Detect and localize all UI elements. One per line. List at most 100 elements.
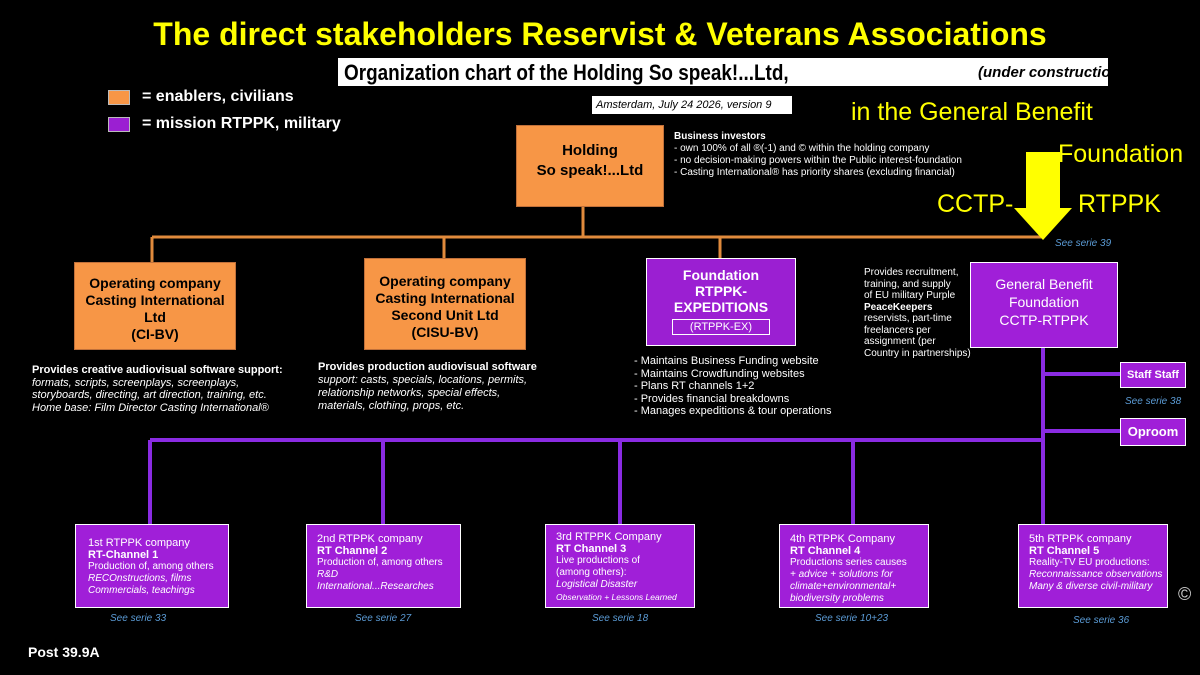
description-line: - Provides financial breakdowns [634, 392, 790, 405]
operating-company-ci-box: Operating company Casting International … [74, 262, 236, 350]
holding-line1: Holding [562, 142, 618, 159]
see-serie-10-23: See serie 10+23 [815, 613, 889, 624]
company-line: Second Unit Ltd [391, 307, 499, 323]
channel-line: Live productions of [556, 555, 640, 566]
description-line: - Maintains Business Funding website [634, 355, 819, 367]
company-line: Operating company [379, 273, 511, 289]
oproom-box: Oproom [1120, 418, 1186, 446]
channel-line: Observation + Lessons Learned [556, 592, 677, 602]
description-line: - Plans RT channels 1+2 [634, 380, 755, 392]
page-title: The direct stakeholders Reservist & Vete… [153, 16, 1047, 52]
see-serie-39: See serie 39 [1055, 238, 1112, 249]
channel-3-box: 3rd RTPPK Company RT Channel 3 Live prod… [545, 524, 695, 608]
company-ci-description: Provides creative audiovisual software s… [32, 364, 322, 414]
annotation-left: CCTP- [937, 190, 1014, 218]
description-line: training, and supply [864, 278, 951, 290]
channel-company: 3rd RTPPK Company [556, 531, 662, 543]
channel-line: Reality-TV EU productions: [1029, 557, 1150, 568]
channel-line: (among others): [556, 567, 627, 578]
channel-name: RT Channel 5 [1029, 545, 1100, 557]
subtitle-bar: Organization chart of the Holding So spe… [338, 58, 1125, 86]
foundation-expeditions-box: Foundation RTPPK- EXPEDITIONS (RTPPK-EX) [646, 258, 796, 346]
holding-box: Holding So speak!...Ltd [516, 125, 664, 207]
channel-4-box: 4th RTPPK Company RT Channel 4 Productio… [779, 524, 929, 608]
channel-company: 4th RTPPK Company [790, 533, 895, 545]
channel-5-box: 5th RTPPK company RT Channel 5 Reality-T… [1018, 524, 1168, 608]
channel-1-box: 1st RTPPK company RT-Channel 1 Productio… [75, 524, 229, 608]
subtitle: Organization chart of the Holding So spe… [344, 60, 789, 85]
company-line: Operating company [89, 275, 221, 291]
description-line: of EU military Purple [864, 290, 956, 301]
channel-line: Production of, among others [88, 561, 214, 572]
channel-line: R&D [317, 569, 339, 580]
company-line: Casting International [85, 292, 225, 308]
description-line: - Manages expeditions & tour operations [634, 405, 832, 417]
investors-panel: Business investors - own 100% of all ®(-… [674, 131, 962, 179]
general-benefit-line: General Benefit [995, 276, 1093, 292]
description-line: storyboards, directing, art direction, t… [32, 389, 267, 401]
legend-swatch-purple [108, 117, 130, 132]
expeditions-code: (RTPPK-EX) [672, 319, 770, 335]
description-line: materials, clothing, props, etc. [318, 400, 465, 412]
expeditions-description: - Maintains Business Funding website - M… [634, 355, 832, 418]
general-benefit-line: Foundation [1008, 294, 1080, 310]
see-serie-36: See serie 36 [1073, 615, 1130, 626]
channel-line: RECOnstructions, films [88, 573, 192, 584]
copyright-icon: © [1178, 584, 1192, 604]
description-line: Home base: Film Director Casting Interna… [32, 401, 269, 414]
investors-heading: Business investors [674, 131, 766, 142]
description-line: freelancers per [864, 324, 931, 336]
description-heading: Provides production audiovisual software [318, 361, 537, 373]
staff-box: Staff Staff [1120, 362, 1186, 388]
general-benefit-line: CCTP-RTPPK [999, 312, 1089, 328]
see-serie-27: See serie 27 [355, 613, 412, 624]
annotation-right: RTPPK [1078, 190, 1161, 218]
channel-line: climate+environmental+ [790, 581, 897, 592]
channel-line: Production of, among others [317, 557, 443, 568]
expeditions-line: RTPPK- [694, 283, 748, 299]
description-line: PeaceKeepers [864, 301, 933, 313]
channel-line: Commercials, teachings [88, 585, 195, 596]
company-line: (CI-BV) [131, 326, 179, 342]
see-serie-33: See serie 33 [110, 613, 167, 624]
operating-company-cisu-box: Operating company Casting International … [364, 258, 526, 350]
company-line: Ltd [144, 309, 166, 325]
see-serie-18: See serie 18 [592, 613, 649, 624]
legend-swatch-orange [108, 90, 130, 105]
company-line: Casting International [375, 290, 515, 306]
down-arrow-icon [1014, 152, 1072, 240]
channel-name: RT Channel 2 [317, 545, 388, 557]
channel-name: RT-Channel 1 [88, 549, 159, 561]
company-cisu-description: Provides production audiovisual software… [318, 361, 578, 413]
annotation-line1: in the General Benefit [851, 98, 1093, 126]
company-line: (CISU-BV) [411, 324, 479, 340]
version-label: Amsterdam, July 24 2026, version 9 [592, 96, 792, 114]
description-line: formats, scripts, screenplays, screenpla… [32, 376, 240, 389]
description-heading: Provides creative audiovisual software s… [32, 364, 283, 376]
channel-name: RT Channel 3 [556, 543, 627, 555]
general-benefit-foundation-box: General Benefit Foundation CCTP-RTPPK [970, 262, 1118, 348]
see-serie-38: See serie 38 [1125, 396, 1182, 407]
description-line: Provides recruitment, [864, 267, 959, 278]
channel-line: International...Researches [317, 581, 434, 592]
channel-company: 1st RTPPK company [88, 537, 190, 549]
legend-label-enablers: = enablers, civilians [142, 88, 294, 105]
holding-line2: So speak!...Ltd [536, 162, 644, 179]
channel-company: 5th RTPPK company [1029, 533, 1132, 545]
expeditions-line: EXPEDITIONS [673, 299, 769, 315]
channel-line: + advice + solutions for [790, 569, 893, 580]
description-line: relationship networks, special effects, [318, 387, 501, 399]
description-line: support: casts, specials, locations, per… [318, 374, 528, 386]
investors-item: - Casting International® has priority sh… [674, 167, 955, 178]
channel-line: biodiversity problems [790, 593, 884, 604]
channel-line: Many & diverse civil-military [1029, 581, 1153, 592]
channel-line: Productions series causes [790, 557, 907, 568]
expeditions-line: Foundation [682, 267, 760, 283]
investors-item: - no decision-making powers within the P… [674, 155, 962, 166]
subtitle-note: (under construction) [978, 64, 1125, 81]
legend-label-mission: = mission RTPPK, military [142, 115, 341, 132]
channel-line: Reconnaissance observations [1029, 569, 1163, 580]
channel-line: Logistical Disaster [556, 579, 638, 590]
description-line: - Maintains Crowdfunding websites [634, 367, 805, 380]
